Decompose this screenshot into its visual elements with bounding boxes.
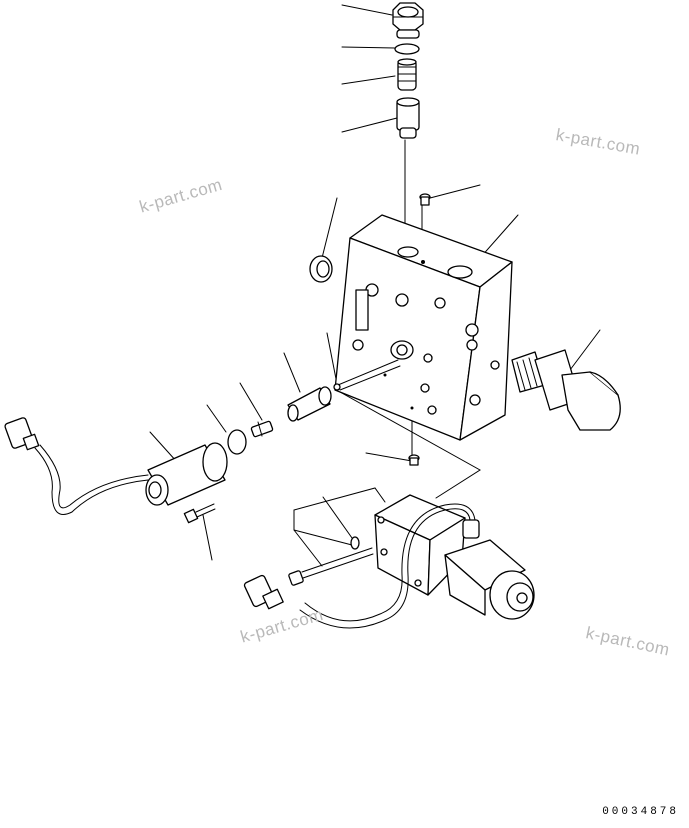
mounting-bolt-left bbox=[183, 503, 216, 524]
mounting-bolt-bottom bbox=[288, 547, 374, 586]
leader-lines bbox=[149, 4, 601, 567]
o-ring-top bbox=[394, 43, 420, 55]
o-ring-small bbox=[227, 429, 247, 455]
washer bbox=[350, 536, 360, 550]
spring bbox=[397, 58, 417, 91]
cap-nut bbox=[392, 2, 424, 39]
set-screw bbox=[250, 420, 274, 438]
plug-screw bbox=[419, 193, 431, 206]
cartridge-valve bbox=[511, 349, 621, 431]
long-bolt bbox=[333, 359, 401, 391]
piston-sleeve bbox=[396, 97, 420, 139]
document-number: 00034878 bbox=[602, 806, 679, 818]
seal-ring bbox=[309, 255, 333, 283]
sleeve-tube bbox=[287, 386, 332, 422]
solenoid-left bbox=[4, 417, 228, 515]
solenoid-valve-bottom bbox=[243, 494, 535, 629]
valve-block bbox=[334, 214, 513, 441]
plug-screw-bottom bbox=[408, 454, 420, 466]
